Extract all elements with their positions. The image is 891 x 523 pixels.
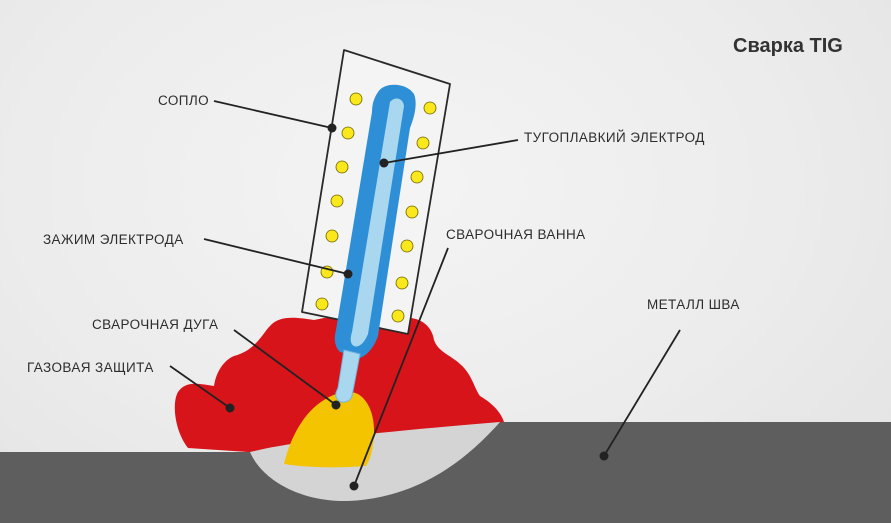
leader-lines <box>169 100 681 487</box>
leader-line-clamp <box>203 238 349 275</box>
leader-line-gas-shield <box>169 365 231 409</box>
leader-dot-weld-pool <box>349 481 359 491</box>
welding-arc <box>284 392 374 468</box>
leader-line-weld-pool <box>353 247 449 487</box>
label-weld-metal: МЕТАЛЛ ШВА <box>647 297 740 312</box>
leader-dot-electrode <box>379 158 389 168</box>
leader-dot-nozzle <box>327 123 337 133</box>
label-nozzle: СОПЛО <box>158 93 210 108</box>
leader-dots <box>225 123 609 491</box>
label-electrode: ТУГОПЛАВКИЙ ЭЛЕКТРОД <box>524 130 705 145</box>
leader-dot-gas-shield <box>225 403 235 413</box>
leader-line-arc <box>233 329 337 406</box>
leader-dot-clamp <box>343 269 353 279</box>
label-weld-pool: СВАРОЧНАЯ ВАННА <box>446 227 586 242</box>
leader-line-weld-metal <box>603 329 681 457</box>
label-electrode-clamp: ЗАЖИМ ЭЛЕКТРОДА <box>43 232 184 247</box>
gas-particles <box>315 92 437 323</box>
leader-line-electrode <box>383 139 519 164</box>
leader-line-nozzle <box>213 100 333 129</box>
leader-dot-weld-metal <box>599 451 609 461</box>
page-title: Сварка TIG <box>733 35 843 57</box>
base-metal <box>0 422 891 523</box>
label-gas-shield: ГАЗОВАЯ ЗАЩИТА <box>27 360 154 375</box>
electrode-core <box>350 98 404 347</box>
label-welding-arc: СВАРОЧНАЯ ДУГА <box>92 317 219 332</box>
leader-dot-arc <box>331 400 341 410</box>
electrode-tip <box>335 349 361 403</box>
